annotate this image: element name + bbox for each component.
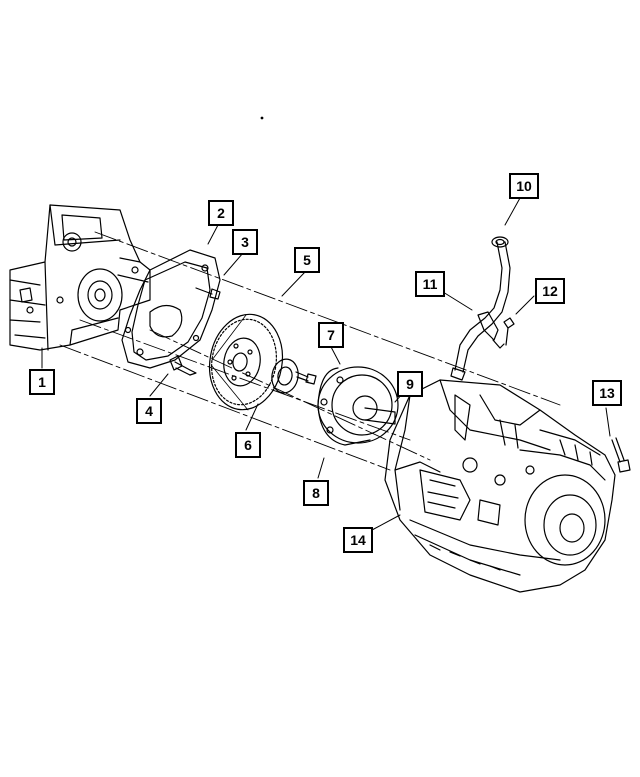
leader-lines	[41, 197, 611, 531]
callout-6: 6	[235, 432, 261, 458]
callout-4: 4	[136, 398, 162, 424]
callout-12: 12	[535, 278, 565, 304]
transaxle	[384, 379, 616, 593]
flexplate-bolt	[169, 355, 197, 376]
callout-7: 7	[318, 322, 344, 348]
callout-14: 14	[343, 527, 373, 553]
converter-bolt	[295, 371, 317, 385]
callout-1: 1	[29, 369, 55, 395]
callout-13: 13	[592, 380, 622, 406]
callout-11: 11	[415, 271, 445, 297]
transaxle-bolt	[611, 437, 631, 473]
callout-3: 3	[232, 229, 258, 255]
adapter-plate	[121, 249, 221, 369]
callout-2: 2	[208, 200, 234, 226]
plate-bolt	[195, 287, 221, 300]
speck	[260, 116, 264, 120]
bracket-bolt	[503, 317, 515, 346]
callout-5: 5	[294, 247, 320, 273]
torque-converter	[317, 366, 399, 446]
flexplate	[208, 313, 284, 411]
dipstick-tube	[450, 236, 511, 381]
spacer-ring	[271, 358, 299, 394]
alignment-lines	[59, 231, 561, 471]
callout-10: 10	[509, 173, 539, 199]
callout-9: 9	[397, 371, 423, 397]
callout-8: 8	[303, 480, 329, 506]
engine-block	[9, 204, 151, 351]
